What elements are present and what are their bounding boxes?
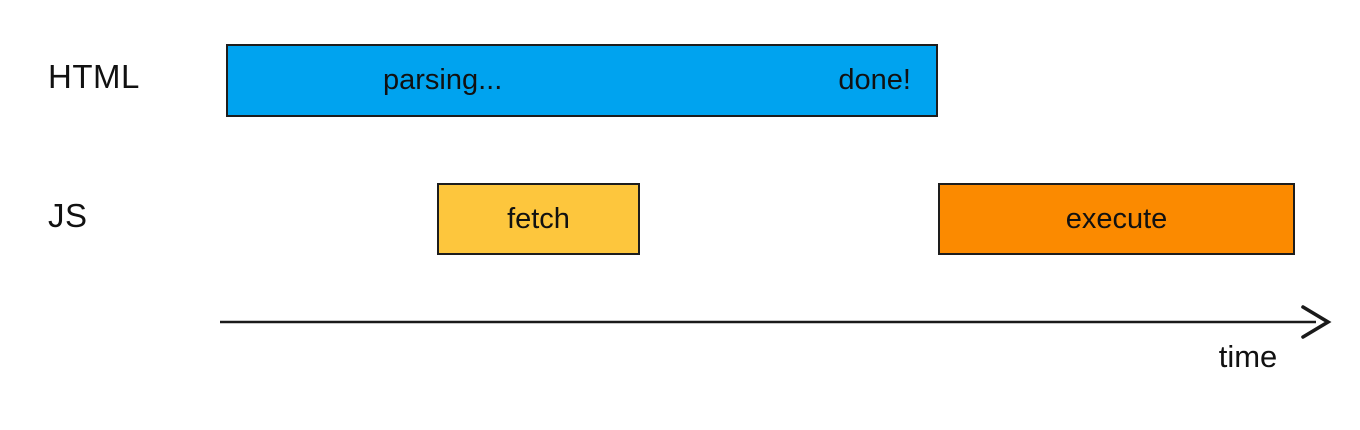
js-execute-bar: execute bbox=[938, 183, 1295, 255]
time-axis-label: time bbox=[1218, 339, 1278, 374]
time-axis-arrow bbox=[220, 305, 1332, 339]
done-label: done! bbox=[838, 64, 911, 96]
html-parsing-bar: parsing... done! bbox=[226, 44, 938, 117]
parsing-label: parsing... bbox=[383, 64, 503, 96]
execute-label: execute bbox=[1065, 202, 1168, 235]
js-fetch-bar: fetch bbox=[437, 183, 640, 255]
arrowhead-icon bbox=[1301, 305, 1332, 339]
fetch-label: fetch bbox=[507, 202, 570, 235]
row-label-js: JS bbox=[48, 197, 88, 234]
row-label-html: HTML bbox=[48, 58, 140, 95]
